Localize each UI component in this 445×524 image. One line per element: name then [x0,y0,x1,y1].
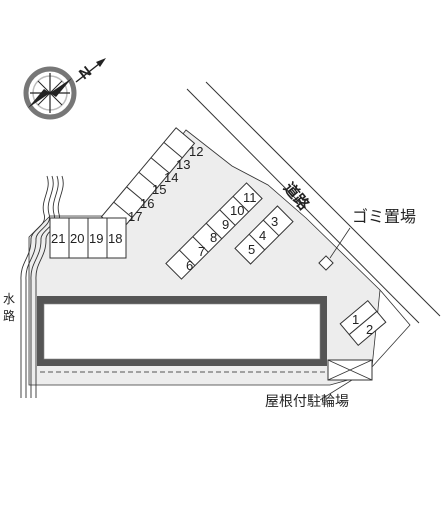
parking-space-2: 2 [366,322,373,337]
parking-block-3-5 [234,205,294,265]
parking-space-18: 18 [108,231,122,246]
parking-space-10: 10 [230,203,244,218]
parking-space-9: 9 [222,217,229,232]
parking-space-20: 20 [70,231,84,246]
parking-space-5: 5 [248,242,255,257]
parking-space-13: 13 [176,157,190,172]
parking-space-7: 7 [198,244,205,259]
garbage-leader-line [329,227,351,259]
water-label-char-2: 路 [3,308,15,323]
parking-space-19: 19 [89,231,103,246]
road-edge-outer [205,81,441,317]
compass-icon [23,66,77,120]
parking-block-6-11 [165,182,263,280]
garbage-label: ゴミ置場 [352,207,416,226]
garbage-point [318,255,334,271]
water-label-char-1: 水 [3,292,15,306]
parking-space-12: 12 [189,144,203,159]
parking-space-6: 6 [186,258,193,273]
bicycle-parking [327,359,373,381]
parking-space-17: 17 [128,209,142,224]
parking-space-1: 1 [352,312,359,327]
bike-leader-line [319,379,353,401]
parking-space-3: 3 [271,214,278,229]
parking-space-8: 8 [210,230,217,245]
lot-boundary-right [371,289,411,368]
parking-space-21: 21 [51,231,65,246]
parking-space-11: 11 [243,190,257,205]
parking-space-14: 14 [164,170,178,185]
compass-north-arrow [75,58,106,83]
road-edge-inner [186,88,420,324]
building-inner [43,303,321,360]
bike-label: 屋根付駐輪場 [265,393,349,409]
parking-space-16: 16 [140,196,154,211]
parking-block-1-2 [339,300,387,346]
parking-space-15: 15 [152,182,166,197]
parking-space-4: 4 [259,228,266,243]
parking-block-18-21 [49,217,127,259]
